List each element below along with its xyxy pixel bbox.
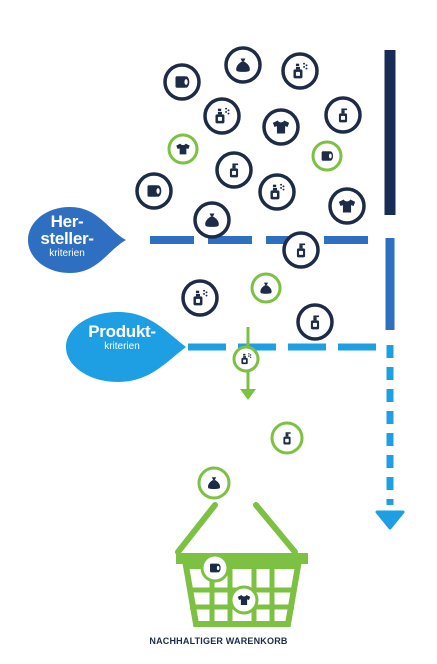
bag-icon — [193, 201, 231, 239]
toilet-paper-icon-glyph — [175, 76, 190, 88]
bag-icon — [224, 46, 262, 84]
bag-icon — [197, 466, 231, 500]
bag-icon — [250, 272, 282, 304]
soap-dispenser-icon — [296, 303, 334, 341]
hersteller-title-line1: Her- — [50, 212, 84, 231]
spray-bottle-icon — [281, 52, 319, 90]
hersteller-drop-shape — [28, 207, 126, 273]
hersteller-kriterien-label: Her- steller- kriterien — [22, 213, 112, 259]
basket-handle-right — [253, 502, 298, 555]
toilet-paper-icon — [200, 553, 230, 583]
produkt-drop-shape — [66, 312, 186, 382]
spray-bottle-icon — [258, 173, 296, 211]
tshirt-icon — [229, 585, 259, 615]
spray-bottle-icon — [203, 97, 241, 135]
tshirt-icon — [262, 108, 300, 146]
basket-rim — [176, 553, 308, 564]
hersteller-subtitle: kriterien — [49, 248, 85, 259]
tshirt-icon — [328, 187, 366, 225]
soap-dispenser-icon — [324, 96, 362, 134]
soap-dispenser-icon — [282, 231, 320, 269]
basket-handle-left — [175, 502, 218, 555]
flow-arrow-head — [375, 510, 405, 530]
tshirt-icon — [167, 133, 199, 165]
basket-caption: NACHHALTIGER WARENKORB — [149, 636, 288, 646]
toilet-paper-icon — [311, 140, 343, 172]
green-arrow-head — [240, 389, 256, 400]
soap-dispenser-icon — [270, 421, 304, 455]
toilet-paper-icon-glyph — [147, 185, 162, 197]
hersteller-title-line2: steller- — [40, 229, 94, 248]
toilet-paper-icon — [135, 172, 173, 210]
soap-dispenser-icon — [215, 151, 253, 189]
toilet-paper-icon-glyph — [321, 151, 334, 161]
produkt-kriterien-label: Produkt- kriterien — [64, 323, 180, 352]
spray-bottle-icon — [181, 279, 219, 317]
produkt-subtitle: kriterien — [104, 341, 140, 352]
toilet-paper-icon-glyph — [210, 563, 221, 573]
toilet-paper-icon — [163, 63, 201, 101]
produkt-title: Produkt- — [88, 322, 156, 341]
spray-bottle-icon — [232, 345, 260, 373]
